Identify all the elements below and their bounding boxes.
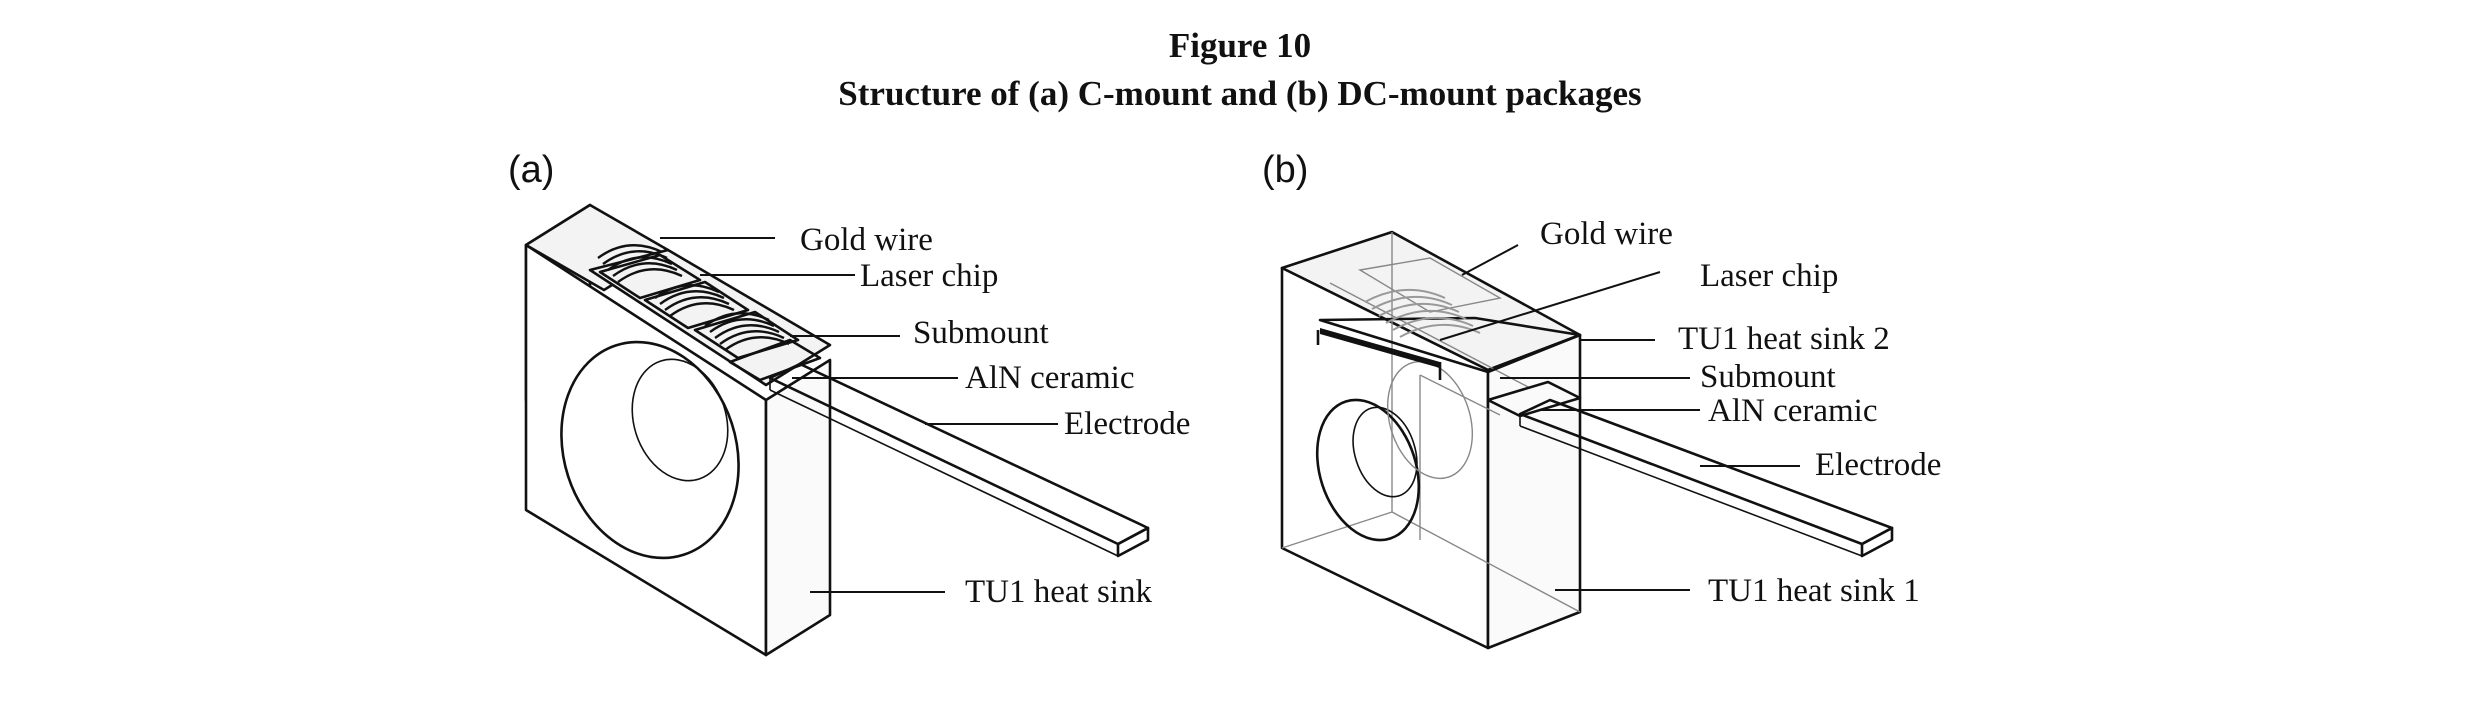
electrode-tip [1116, 526, 1150, 558]
leader-laser-chip-b [1439, 271, 1661, 341]
label-gold-wire-a: Gold wire [800, 222, 933, 258]
laser-chip-strip [1320, 328, 1440, 368]
gold-wire-bundle [597, 244, 790, 351]
mount-hole-b-outer [1315, 398, 1421, 542]
heat-sink-side-face [764, 358, 832, 657]
c-mount-illustration [524, 203, 1150, 657]
panel-b: (b) [1262, 149, 1941, 650]
electrode-tip-b [1860, 526, 1894, 558]
panel-b-letter: (b) [1262, 149, 1308, 191]
label-heat-sink-1-b: TU1 heat sink 1 [1708, 573, 1920, 609]
aln-ceramic-pad-b [1486, 380, 1582, 418]
mount-hole-inner [631, 358, 729, 482]
label-laser-chip-b: Laser chip [1700, 258, 1838, 294]
label-gold-wire-b: Gold wire [1540, 216, 1673, 252]
gold-wire-bundle-b [1364, 289, 1481, 338]
label-submount-b: Submount [1700, 359, 1836, 395]
label-aln-ceramic-a: AlN ceramic [965, 360, 1135, 396]
label-electrode-a: Electrode [1064, 406, 1190, 442]
label-electrode-b: Electrode [1815, 447, 1941, 483]
submount-block-2 [643, 280, 750, 330]
label-heat-sink-a: TU1 heat sink [965, 574, 1152, 610]
figure-number: Figure 10 [1168, 26, 1312, 65]
label-heat-sink-2-b: TU1 heat sink 2 [1678, 321, 1890, 357]
label-aln-ceramic-b: AlN ceramic [1708, 393, 1878, 429]
submount-block-3 [693, 310, 800, 360]
aln-ceramic-pad [728, 338, 822, 382]
heat-sink-1-side [1486, 333, 1582, 650]
submount-block-1 [598, 253, 702, 300]
label-laser-chip-a: Laser chip [860, 258, 998, 294]
dc-mount-illustration [1280, 230, 1894, 650]
mount-hole-b-inner [1352, 406, 1418, 498]
label-submount-a: Submount [913, 315, 1049, 351]
leader-gold-wire-b [1461, 244, 1519, 276]
panel-a-letter: (a) [508, 149, 554, 191]
mount-hole-outer [560, 340, 740, 560]
panel-a: (a) [508, 149, 1190, 657]
figure-caption: Structure of (a) C-mount and (b) DC-moun… [838, 74, 1642, 113]
